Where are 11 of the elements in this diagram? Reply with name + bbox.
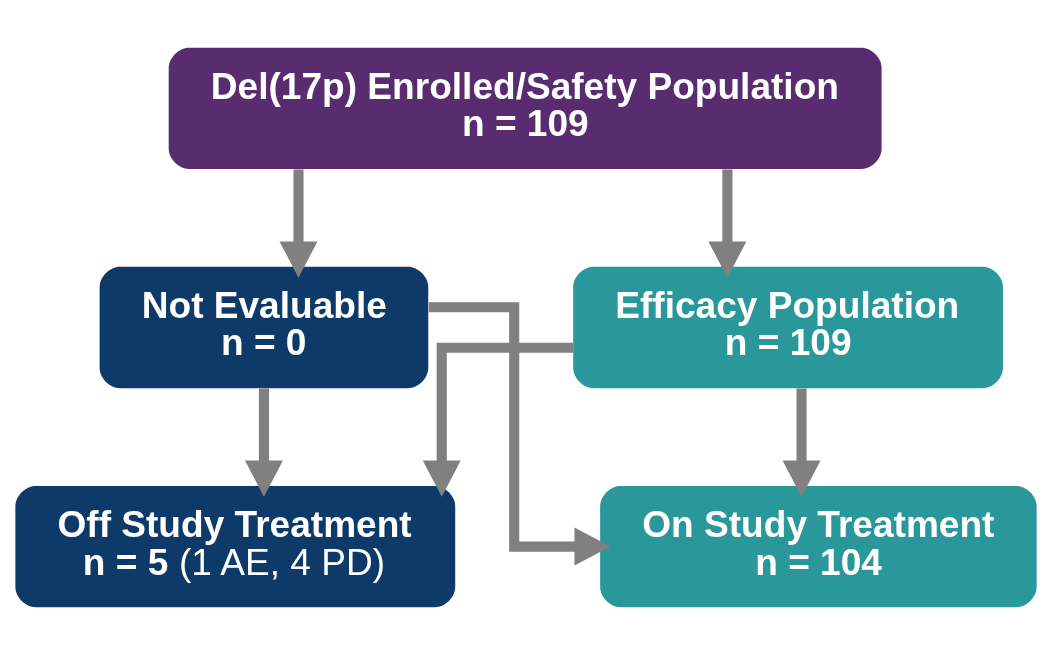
node-box: Not Evaluable n = 0 <box>99 266 429 388</box>
arrow <box>782 388 821 497</box>
node-box: Del(17p) Enrolled/Safety Population n = 109 <box>168 47 882 169</box>
node-box: On Study Treatment n = 104 <box>600 485 1037 607</box>
node-box: Efficacy Population n = 109 <box>573 266 1003 388</box>
arrow <box>279 168 318 278</box>
arrow <box>244 388 283 497</box>
arrow <box>422 342 574 497</box>
node-box: Off Study Treatment n = 5 (1 AE, 4 PD) <box>15 485 456 607</box>
arrow <box>708 168 747 278</box>
arrow <box>428 301 611 566</box>
